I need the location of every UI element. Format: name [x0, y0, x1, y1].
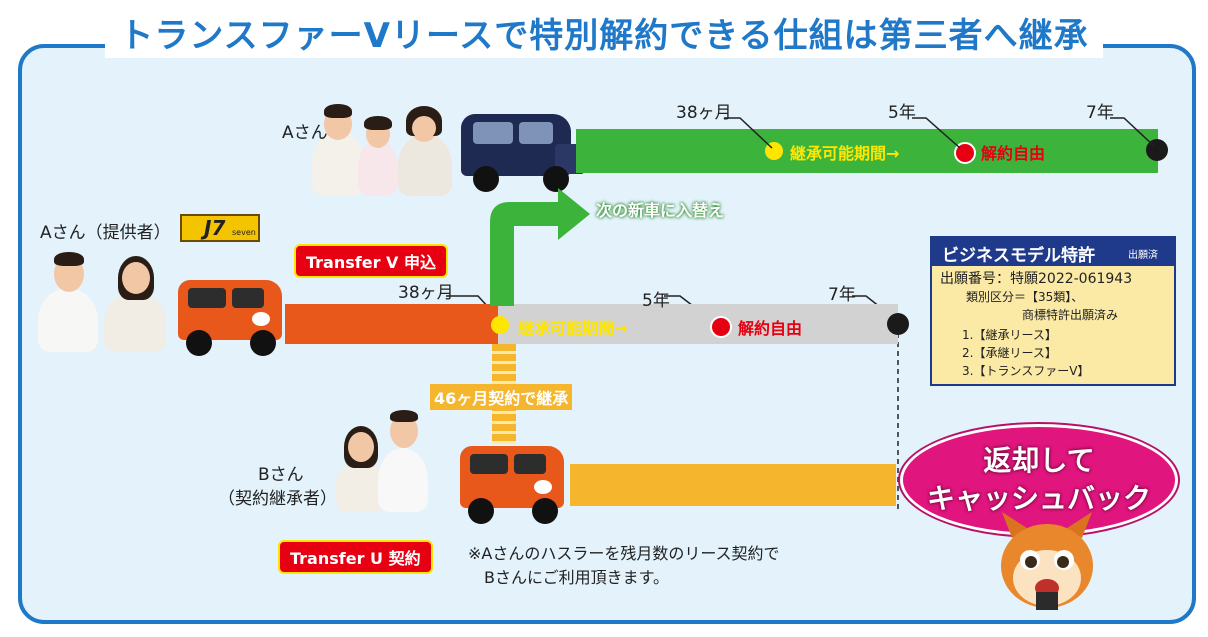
patent-item-3: 3.【トランスファーV】 — [962, 364, 1090, 378]
car-navy — [455, 114, 587, 194]
contract-label: 46ヶ月契約で継承 — [430, 384, 573, 410]
patent-box: ビジネスモデル特許 出願済 出願番号：特願2022-061943 類別区分＝【3… — [930, 236, 1176, 386]
year5-label-p: 5年 — [642, 291, 670, 311]
patent-badge: 出願済 — [1128, 250, 1158, 261]
j7-logo-sub: seven — [232, 228, 256, 237]
new-car-label: 次の新車に入替え — [596, 201, 725, 220]
green-lease-bar — [576, 129, 1158, 173]
cashback-line-2: キャッシュバック — [926, 482, 1151, 515]
yellow-marker-p — [491, 316, 509, 334]
amber-lease-bar — [570, 464, 896, 506]
j7-logo: J7 seven — [180, 214, 260, 242]
transfer-u-badge: Transfer U 契約 — [278, 540, 433, 574]
new-car-arrow — [490, 188, 590, 306]
person-b-label: Bさん — [258, 465, 304, 485]
couple-photo-b — [336, 408, 428, 512]
patent-line-1: 出願番号：特願2022-061943 — [940, 271, 1133, 287]
end-marker-p — [887, 313, 909, 335]
transfer-v-badge: Transfer V 申込 — [294, 244, 448, 278]
patent-heading: ビジネスモデル特許 — [942, 246, 1095, 266]
family-photo — [312, 100, 454, 196]
j7-logo-text: J7 — [204, 216, 226, 240]
year7-label-a: 7年 — [1086, 103, 1114, 123]
note-line-1: ※Aさんのハスラーを残月数のリース契約で — [468, 544, 780, 563]
patent-line-3: 商標特許出願済み — [1022, 308, 1119, 322]
note-line-2: Bさんにご利用頂きます。 — [484, 568, 670, 587]
free-label-a: 解約自由 — [981, 140, 1046, 164]
free-label-p: 解約自由 — [738, 319, 803, 338]
patent-item-1: 1.【継承リース】 — [962, 328, 1057, 342]
squirrel-mascot — [1001, 512, 1093, 610]
page-title-wrap: トランスファーVリースで特別解約できる仕組は第三者へ継承 — [0, 14, 1208, 58]
inherit-label-p: 継承可能期間→ — [518, 319, 628, 338]
months-label-p: 38ヶ月 — [398, 283, 454, 303]
patent-header: ビジネスモデル特許 出願済 — [932, 238, 1174, 266]
patent-item-2: 2.【承継リース】 — [962, 346, 1057, 360]
patent-line-2: 類別区分＝【35類】、 — [966, 290, 1084, 304]
months-label-a: 38ヶ月 — [676, 103, 732, 123]
orange-lease-bar — [285, 304, 498, 344]
provider-label: Aさん（提供者） — [40, 223, 171, 243]
inherit-label-a: 継承可能期間→ — [790, 144, 900, 163]
year7-label-p: 7年 — [828, 285, 856, 305]
cashback-line-1: 返却して — [983, 444, 1095, 477]
person-b-sub: （契約継承者） — [218, 489, 337, 509]
person-a-label: Aさん — [282, 123, 328, 143]
red-marker-p — [710, 316, 732, 338]
car-orange-a — [174, 278, 292, 358]
page-title: トランスファーVリースで特別解約できる仕組は第三者へ継承 — [105, 14, 1103, 58]
year5-label-a: 5年 — [888, 103, 916, 123]
car-orange-b — [456, 444, 574, 528]
gray-remaining-bar — [498, 304, 898, 344]
couple-photo-a — [38, 248, 170, 352]
